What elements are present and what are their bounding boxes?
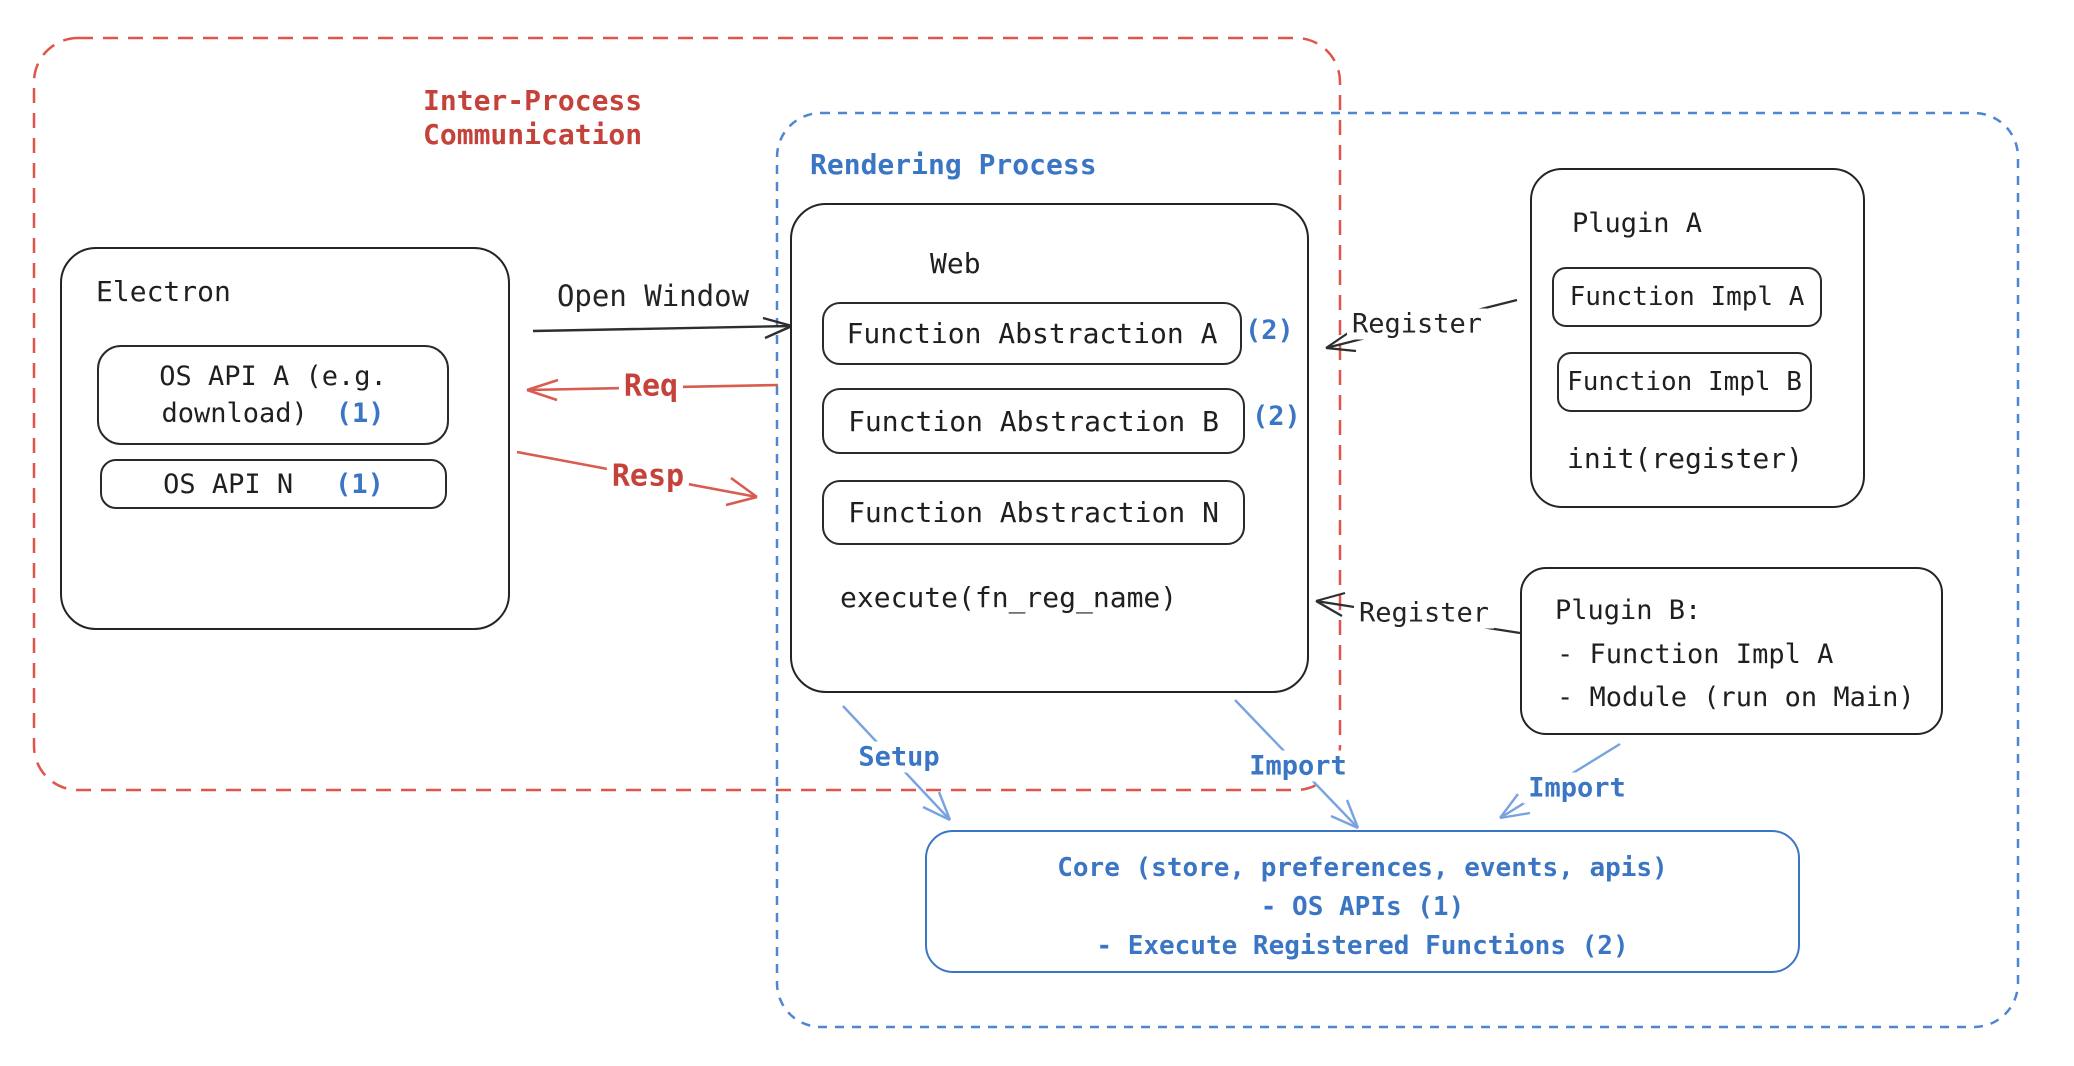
- web-title: Web: [930, 247, 981, 280]
- function-impl-b-node: Function Impl B: [1557, 352, 1812, 412]
- core-line2: - OS APIs (1): [1260, 892, 1465, 922]
- setup-label: Setup: [853, 741, 945, 773]
- electron-title: Electron: [96, 275, 231, 308]
- os-api-a-badge: (1): [335, 398, 385, 429]
- core-line1: Core (store, preferences, events, apis): [1057, 853, 1668, 883]
- plugin-a-title: Plugin A: [1572, 208, 1703, 239]
- req-label: Req: [618, 368, 684, 404]
- core-node: Core (store, preferences, events, apis) …: [925, 830, 1800, 973]
- resp-label: Resp: [606, 458, 690, 494]
- open-window-label: Open Window: [556, 279, 750, 313]
- os-api-a-line2: download)(1): [161, 398, 385, 429]
- electron-node: Electron OS API A (e.g. download)(1) OS …: [60, 247, 510, 630]
- function-abstraction-n-node: Function Abstraction N: [822, 480, 1245, 545]
- function-abstraction-b-badge: (2): [1252, 401, 1301, 432]
- os-api-a-node: OS API A (e.g. download)(1): [97, 345, 449, 445]
- register-a-label: Register: [1346, 308, 1488, 340]
- function-impl-a-node: Function Impl A: [1552, 267, 1822, 327]
- web-execute-text: execute(fn_reg_name): [840, 581, 1178, 614]
- os-api-a-line1: OS API A (e.g.: [159, 361, 387, 392]
- os-api-n-badge: (1): [335, 468, 384, 500]
- core-line3: - Execute Registered Functions (2): [1096, 931, 1629, 961]
- function-abstraction-b-node: Function Abstraction B: [822, 388, 1245, 454]
- rendering-group-border: [775, 111, 2020, 1029]
- function-abstraction-a-badge: (2): [1245, 315, 1294, 346]
- register-b-label: Register: [1353, 597, 1495, 629]
- ipc-group-border: [32, 36, 1342, 792]
- function-abstraction-a-node: Function Abstraction A: [822, 302, 1242, 365]
- web-node: Web Function Abstraction A (2) Function …: [790, 203, 1309, 693]
- rendering-group-label: Rendering Process: [810, 148, 1097, 181]
- plugin-b-title: Plugin B:: [1555, 595, 1702, 626]
- ipc-group-label: Inter-Process Communication: [423, 84, 643, 151]
- os-api-n-label: OS API N: [163, 468, 294, 500]
- plugin-a-node: Plugin A Function Impl A Function Impl B…: [1530, 168, 1865, 508]
- plugin-b-node: Plugin B: - Function Impl A - Module (ru…: [1520, 567, 1943, 735]
- plugin-b-line1: - Function Impl A: [1557, 639, 1834, 670]
- plugin-a-init-text: init(register): [1567, 442, 1804, 475]
- import-web-label: Import: [1244, 750, 1352, 782]
- os-api-n-node: OS API N (1): [100, 459, 447, 509]
- open-window-arrow: [532, 316, 793, 340]
- plugin-b-line2: - Module (run on Main): [1557, 682, 1915, 713]
- import-plugin-label: Import: [1523, 772, 1631, 804]
